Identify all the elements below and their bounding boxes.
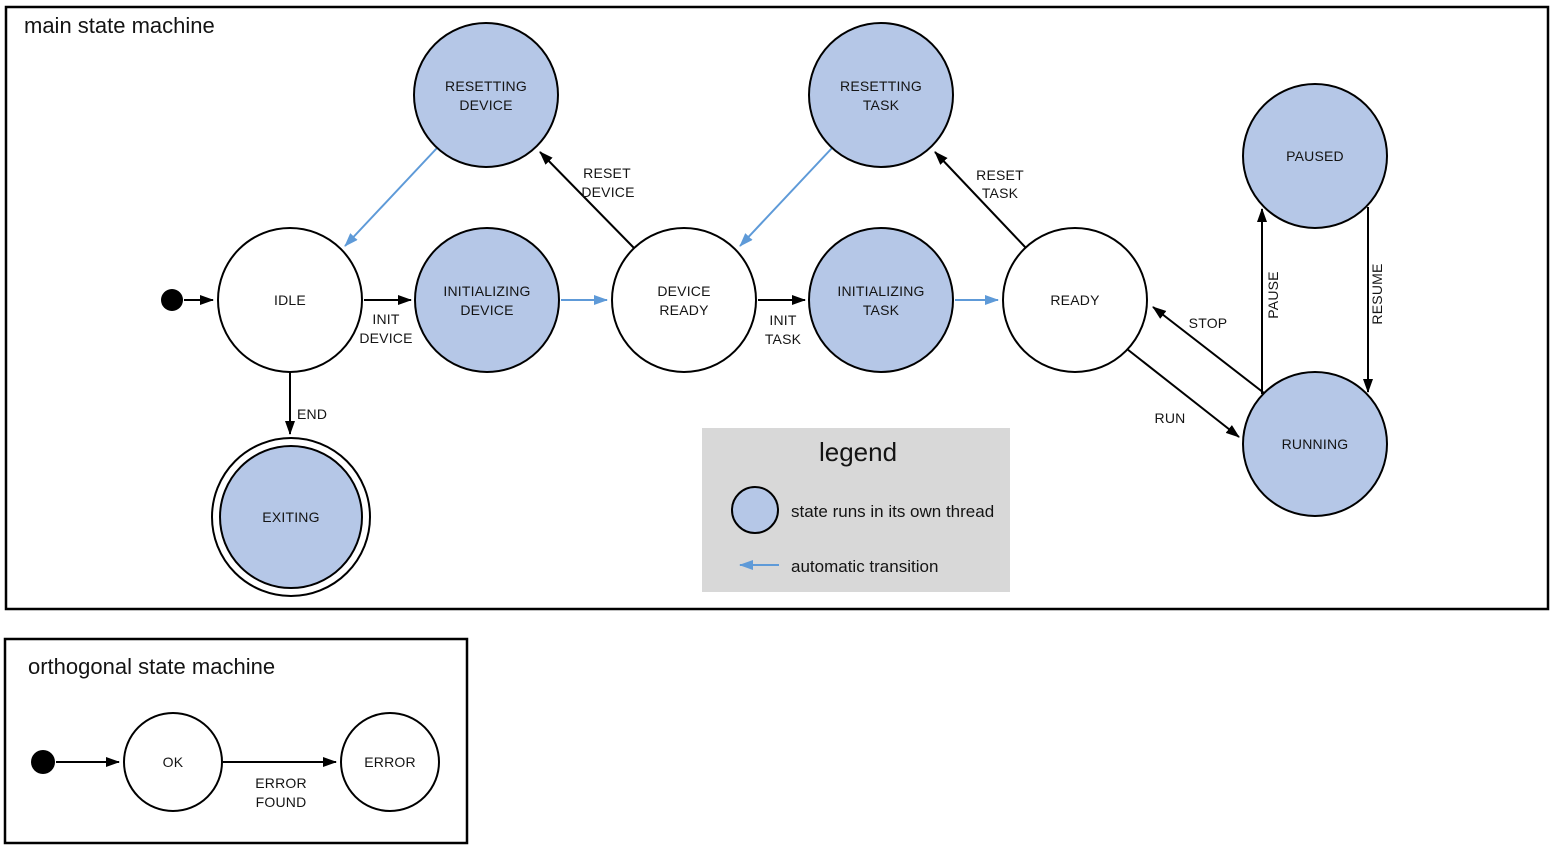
state-error-label: ERROR: [364, 754, 416, 770]
transition-run-label: RUN: [1155, 410, 1186, 426]
transition-end-label: END: [297, 406, 327, 422]
transition-init-device-label-line1: INIT: [372, 311, 399, 327]
state-initializing-device-circle: [414, 227, 560, 373]
orthogonal-panel-title: orthogonal state machine: [28, 654, 275, 679]
legend-thread-label: state runs in its own thread: [791, 502, 994, 521]
transition-reset-device-label-line1: RESET: [583, 165, 631, 181]
state-device-ready-label-line1: DEVICE: [657, 283, 710, 299]
state-resetting-device-label-line1: RESETTING: [445, 78, 527, 94]
state-initializing-task-label-line1: INITIALIZING: [837, 283, 924, 299]
state-device-ready-circle: [611, 227, 757, 373]
legend: legend state runs in its own thread auto…: [702, 428, 1010, 592]
state-running-circle: [1242, 371, 1388, 517]
main-panel-title: main state machine: [24, 13, 215, 38]
state-resetting-task-label-line1: RESETTING: [840, 78, 922, 94]
transition-run-line: [1126, 348, 1240, 438]
transition-pause-label: PAUSE: [1265, 271, 1281, 318]
state-initializing-task-circle: [808, 227, 954, 373]
auto-transition-resetting-task-to-device-ready: [739, 147, 833, 247]
initial-state-dot: [161, 289, 183, 311]
state-ok-circle: [123, 712, 223, 812]
transition-stop-line: [1152, 306, 1265, 394]
transition-reset-task-label-line2: TASK: [982, 185, 1019, 201]
legend-auto-label: automatic transition: [791, 557, 938, 576]
state-resetting-device-label-line2: DEVICE: [459, 97, 512, 113]
transition-reset-task-label-line1: RESET: [976, 167, 1024, 183]
transition-init-task-label-line1: INIT: [769, 312, 796, 328]
orthogonal-initial-state-dot: [31, 750, 55, 774]
legend-title: legend: [819, 437, 897, 467]
state-ok-label: OK: [163, 754, 184, 770]
legend-thread-state-icon: [731, 486, 779, 534]
transition-stop-label: STOP: [1189, 315, 1228, 331]
transition-resume-label: RESUME: [1369, 263, 1385, 324]
state-initializing-device-label-line2: DEVICE: [460, 302, 513, 318]
state-resetting-task-label-line2: TASK: [863, 97, 900, 113]
state-ready-circle: [1002, 227, 1148, 373]
state-paused-circle: [1242, 83, 1388, 229]
state-running-label: RUNNING: [1282, 436, 1349, 452]
transition-init-task-label-line2: TASK: [765, 331, 802, 347]
state-initializing-device-label-line1: INITIALIZING: [443, 283, 530, 299]
auto-transition-resetting-device-to-idle: [344, 147, 438, 247]
transition-reset-device-label-line2: DEVICE: [581, 184, 634, 200]
state-idle-label: IDLE: [274, 292, 306, 308]
orthogonal-state-machine-panel: orthogonal state machine ERROR FOUND OK …: [3, 637, 469, 845]
state-exiting-inner-circle: [219, 445, 363, 589]
state-device-ready-label-line2: READY: [659, 302, 709, 318]
state-paused-label: PAUSED: [1286, 148, 1344, 164]
state-initializing-task-label-line2: TASK: [863, 302, 900, 318]
transition-reset-task-line: [934, 151, 1027, 249]
transition-reset-device-line: [539, 151, 635, 249]
state-resetting-device-circle: [413, 22, 559, 168]
main-state-machine-panel: main state machine INIT DEVICE RESET DEV…: [4, 5, 1550, 611]
state-ready-label: READY: [1050, 292, 1100, 308]
state-resetting-task-circle: [808, 22, 954, 168]
state-error-circle: [340, 712, 440, 812]
transition-error-found-label-line2: FOUND: [256, 794, 307, 810]
transition-init-device-label-line2: DEVICE: [359, 330, 412, 346]
transition-error-found-label-line1: ERROR: [255, 775, 307, 791]
state-idle-circle: [217, 227, 363, 373]
state-exiting-label: EXITING: [262, 509, 319, 525]
